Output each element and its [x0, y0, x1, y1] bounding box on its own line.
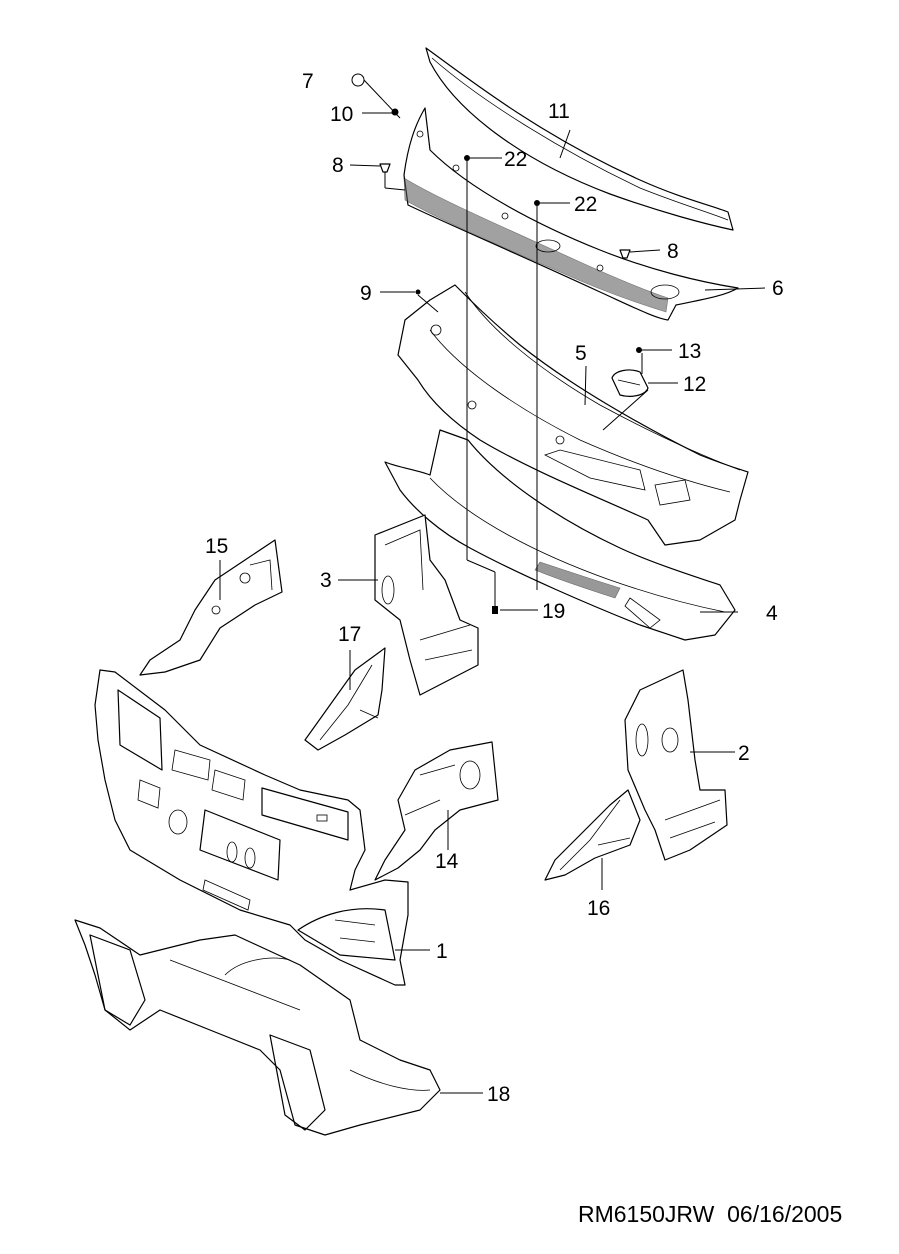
part-2-pillar — [624, 669, 728, 861]
fastener-7-clip — [351, 73, 365, 87]
part-3-side-bracket — [374, 514, 479, 696]
callout-8-right: 8 — [667, 240, 679, 263]
fastener-19-bolt — [492, 606, 498, 614]
part-1-dash-panel — [94, 669, 409, 986]
part-12-clip — [611, 369, 649, 397]
part-6-cowl-grille — [403, 107, 739, 321]
part-5-upper-cowl-panel — [397, 284, 749, 546]
callout-11: 11 — [548, 100, 570, 123]
part-17-gusset — [304, 647, 386, 751]
fastener-8-screw-2 — [619, 249, 631, 259]
callout-5: 5 — [575, 342, 587, 365]
part-11-seal-strip — [425, 47, 734, 231]
callout-3: 3 — [320, 569, 332, 592]
fastener-9-nut — [415, 289, 421, 295]
alignment-lines — [466, 160, 538, 606]
fastener-13-bolt — [636, 347, 642, 353]
callout-9: 9 — [360, 282, 372, 305]
callout-10: 10 — [330, 103, 353, 126]
callout-6: 6 — [772, 277, 784, 300]
part-18-floor-member — [74, 919, 441, 1136]
callout-18: 18 — [487, 1083, 510, 1106]
fastener-22-bolt-2 — [534, 200, 540, 206]
drawing-date: 06/16/2005 — [727, 1201, 843, 1227]
callout-13: 13 — [678, 340, 701, 363]
part-15-reinforcement — [139, 539, 283, 676]
callout-12: 12 — [683, 373, 706, 396]
fastener-8-screw — [379, 163, 391, 173]
callout-2: 2 — [738, 742, 750, 765]
callout-22-lower: 22 — [574, 193, 597, 216]
drawing-code: RM6150JRW — [578, 1201, 715, 1227]
leader-lines — [219, 79, 766, 1094]
fastener-22-bolt — [464, 155, 470, 161]
callout-16: 16 — [587, 897, 610, 920]
callout-15: 15 — [205, 535, 228, 558]
part-14-side-reinforcement — [374, 741, 499, 881]
drawing-reference-footer: RM6150JRW 06/16/2005 — [578, 1201, 842, 1228]
callout-7: 7 — [302, 70, 314, 93]
callout-1: 1 — [436, 940, 448, 963]
callout-labels: 1 2 3 4 5 6 7 8 8 9 10 11 12 13 14 15 16… — [205, 70, 784, 1106]
callout-19: 19 — [542, 600, 565, 623]
callout-8: 8 — [332, 154, 344, 177]
callout-22: 22 — [504, 148, 527, 171]
part-4-lower-cowl-panel — [384, 429, 736, 641]
callout-17: 17 — [338, 623, 361, 646]
callout-4: 4 — [766, 602, 778, 625]
part-16-gusset — [544, 789, 641, 881]
callout-14: 14 — [435, 850, 459, 873]
